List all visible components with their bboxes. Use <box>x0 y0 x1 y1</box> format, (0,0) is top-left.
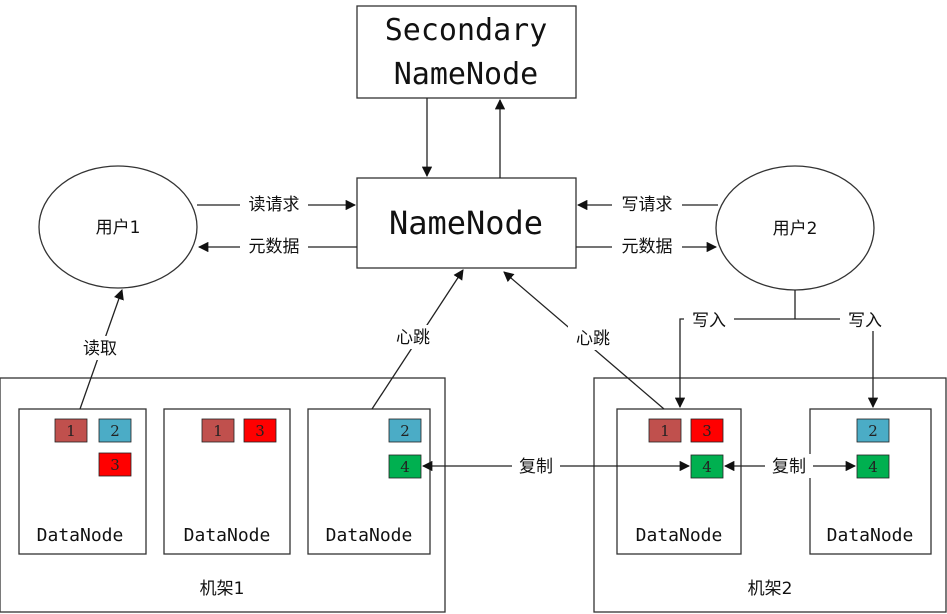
block-2-label: 2 <box>868 422 878 440</box>
secondary-namenode: Secondary NameNode <box>356 5 577 99</box>
block-4 <box>388 454 422 479</box>
block-1 <box>54 418 88 443</box>
block-1-label: 1 <box>213 422 223 440</box>
datanode-3-label: DataNode <box>326 525 413 546</box>
block-1 <box>201 418 235 443</box>
block-3 <box>243 418 277 443</box>
write-label-1: 写入 <box>692 311 726 331</box>
block-3 <box>690 418 724 443</box>
block-4 <box>690 454 724 479</box>
block-3-label: 3 <box>110 456 120 474</box>
write-label-2: 写入 <box>848 311 882 331</box>
replicate-label-2: 复制 <box>772 457 806 477</box>
block-2-label: 2 <box>400 422 410 440</box>
read-label: 读取 <box>83 339 117 359</box>
block-4-label: 4 <box>400 458 410 476</box>
block-4 <box>856 454 890 479</box>
secondary-namenode-label-1: Secondary <box>385 13 548 48</box>
rack1-label: 机架1 <box>200 579 245 599</box>
user1-label: 用户1 <box>96 218 141 238</box>
datanode-3: 2 4 DataNode <box>307 408 431 555</box>
block-1-label: 1 <box>66 422 76 440</box>
block-3-label: 3 <box>255 422 265 440</box>
block-4-label: 4 <box>868 458 878 476</box>
block-1 <box>648 418 682 443</box>
heartbeat-label-1: 心跳 <box>396 328 430 348</box>
user2-label: 用户2 <box>773 219 818 239</box>
namenode: NameNode <box>356 177 577 269</box>
datanode-4-label: DataNode <box>636 525 723 546</box>
write-request-label: 写请求 <box>622 195 673 215</box>
heartbeat-label-2: 心跳 <box>576 329 610 349</box>
block-3-label: 3 <box>702 422 712 440</box>
namenode-label: NameNode <box>389 204 543 242</box>
block-2 <box>98 418 132 443</box>
datanode-2: 1 3 DataNode <box>163 408 291 555</box>
datanode-5-label: DataNode <box>827 525 914 546</box>
secondary-namenode-label-2: NameNode <box>394 57 539 92</box>
block-2-label: 2 <box>110 422 120 440</box>
datanode-1: 1 2 3 DataNode <box>18 408 147 555</box>
datanode-2-label: DataNode <box>184 525 271 546</box>
datanode-4: 1 3 4 DataNode <box>616 408 742 555</box>
block-2 <box>388 418 422 443</box>
block-2 <box>856 418 890 443</box>
block-3 <box>98 452 132 477</box>
datanode-5: 2 4 DataNode <box>809 408 932 555</box>
user1-node: 用户1 <box>38 165 198 289</box>
read-request-label: 读请求 <box>249 195 300 215</box>
metadata-label-1: 元数据 <box>249 237 300 257</box>
replicate-label-1: 复制 <box>519 457 553 477</box>
block-4-label: 4 <box>702 458 712 476</box>
user2-node: 用户2 <box>715 165 875 291</box>
metadata-label-2: 元数据 <box>622 237 673 257</box>
write-arrow-1 <box>674 318 795 409</box>
rack2-label: 机架2 <box>748 579 793 599</box>
datanode-1-label: DataNode <box>37 525 124 546</box>
block-1-label: 1 <box>660 422 670 440</box>
